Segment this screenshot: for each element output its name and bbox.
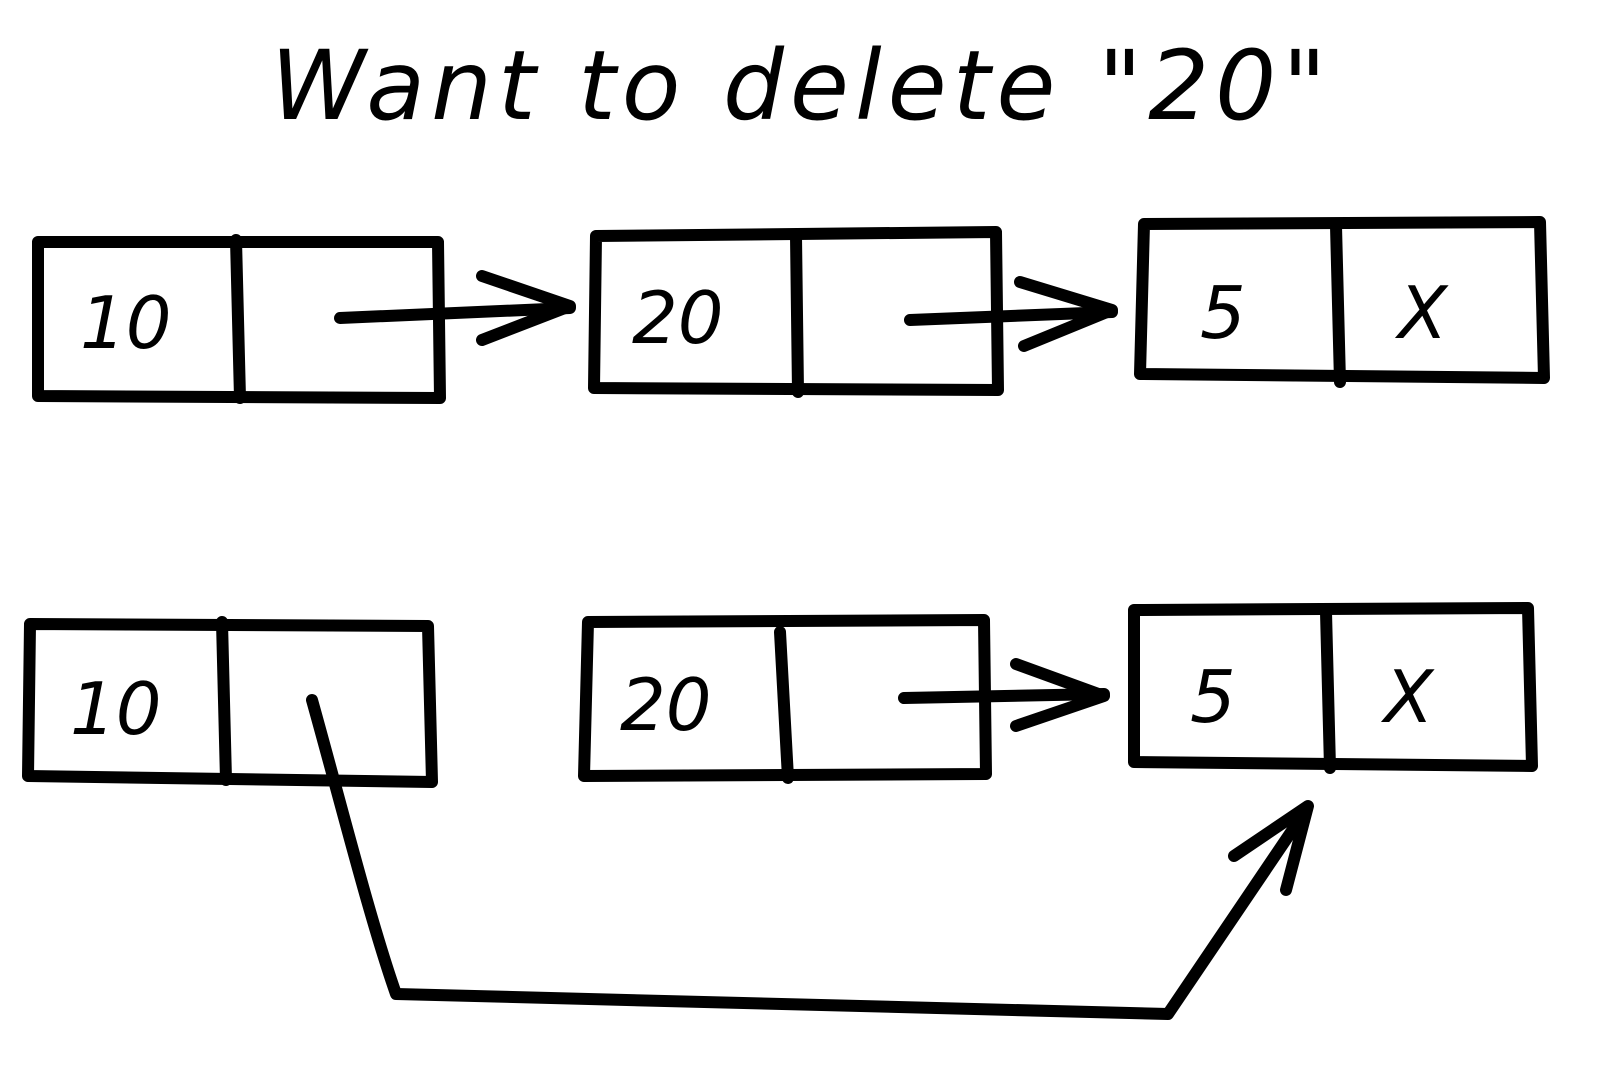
node-value: 10	[70, 667, 162, 751]
arrow-head	[1010, 658, 1110, 732]
arrow-shaft	[898, 688, 1110, 704]
before-list: 10 20 5 X	[32, 216, 1550, 404]
node-20-before: 20	[588, 226, 1004, 398]
node-divider	[216, 616, 232, 786]
node-value: 5	[1200, 271, 1246, 355]
pointer-arrow	[904, 276, 1118, 352]
node-divider	[1330, 220, 1346, 388]
node-box	[1128, 602, 1538, 772]
node-box	[1134, 216, 1550, 384]
node-divider	[230, 234, 246, 404]
node-value: 20	[620, 663, 712, 747]
node-box	[32, 236, 446, 404]
node-value: 10	[80, 281, 172, 365]
node-box	[588, 226, 1004, 396]
arrow-shaft	[306, 694, 1312, 1020]
node-5-after: 5 X	[1128, 602, 1538, 774]
node-value: 20	[632, 276, 724, 360]
after-list: 10 20 5 X	[22, 602, 1538, 1020]
arrow-shaft	[334, 302, 576, 324]
bypass-pointer-arrow	[306, 694, 1314, 1020]
arrow-head	[476, 270, 576, 346]
pointer-arrow	[898, 658, 1110, 732]
node-box	[22, 618, 438, 788]
node-divider	[790, 230, 804, 398]
node-value: 5	[1190, 655, 1236, 739]
pointer-arrow	[334, 270, 576, 346]
node-null-marker: X	[1394, 271, 1449, 355]
node-divider	[774, 626, 794, 784]
node-5-before: 5 X	[1134, 216, 1550, 388]
arrow-shaft	[904, 306, 1118, 326]
node-10-after: 10	[22, 616, 438, 788]
node-10-before: 10	[32, 234, 446, 404]
node-divider	[1320, 606, 1336, 774]
node-20-after: 20	[578, 614, 992, 784]
arrow-head	[1228, 800, 1314, 896]
arrow-head	[1014, 276, 1118, 352]
node-box	[578, 614, 992, 782]
node-null-marker: X	[1380, 655, 1435, 739]
diagram-title: Want to delete "20"	[270, 30, 1333, 142]
